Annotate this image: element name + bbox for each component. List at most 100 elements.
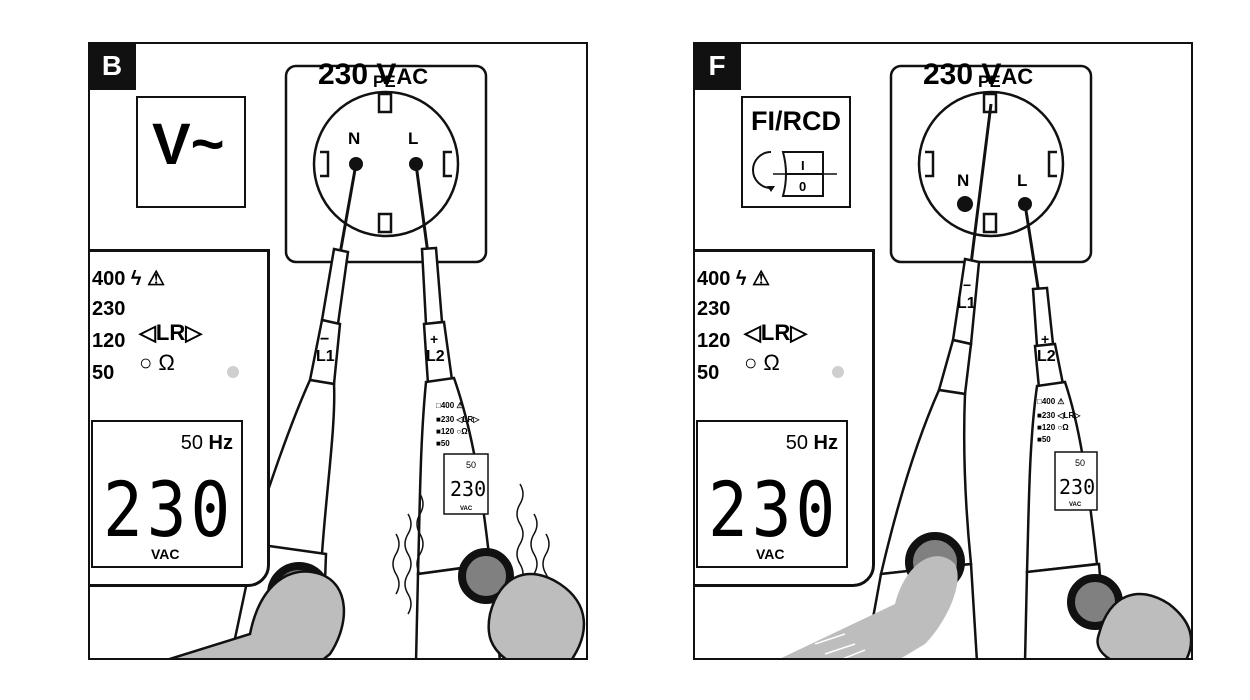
probe-l2-mini-display — [443, 453, 489, 515]
range-row-50: 50 — [88, 362, 115, 385]
lcd-hz-unit: Hz — [208, 432, 233, 454]
range-label: 400 — [697, 268, 731, 290]
mini-range-text-3: ■120 ○Ω — [436, 427, 468, 436]
mode-box: FI/RCD I 0 — [741, 96, 851, 208]
rotation-lr-indicator: ◁LR▷ — [139, 320, 203, 345]
probe-l2-label: L2 — [426, 348, 445, 365]
mini-range-text-2: ■230 ◁LR▷ — [1037, 411, 1081, 420]
range-label: 120 — [92, 330, 126, 352]
probe-l2-mini-display — [1054, 451, 1098, 511]
range-led-icon — [88, 302, 89, 316]
mini-range-text-2: ■230 ◁LR▷ — [436, 415, 480, 424]
lcd-frequency: 50 Hz — [181, 432, 233, 455]
tester-illustration-rcd: PE N L − L1 + L2 □400 ⚠ ■230 ◁LR▷ ■120 ○… — [781, 64, 1191, 658]
mini-reading: 230 — [1059, 475, 1095, 499]
socket-earth-bottom — [982, 212, 998, 234]
finger-lines — [814, 633, 866, 658]
mini-unit: VAC — [460, 506, 473, 512]
socket-label-pe: PE — [978, 72, 1001, 91]
mini-range-text: □400 ⚠ — [436, 401, 464, 410]
range-label: 50 — [697, 362, 720, 384]
socket-earth-top — [377, 92, 393, 114]
range-row-230: 230 — [695, 298, 731, 321]
range-label: 230 — [697, 298, 731, 320]
probe-l2-label: L2 — [1037, 348, 1056, 365]
mini-hz: 50 — [1075, 458, 1085, 468]
lcd-hz-value: 50 — [180, 432, 203, 454]
socket-notch-right — [442, 150, 452, 178]
lcd-screen: 50 Hz 230 VAC — [91, 420, 243, 568]
voltage-heading: 230 VAC — [923, 58, 1033, 92]
range-label: 400 — [92, 268, 126, 290]
mini-range-text: □400 ⚠ — [1037, 397, 1065, 406]
socket-notch-right — [1047, 150, 1057, 178]
mode-box: V~ — [136, 96, 246, 208]
display-callout: 400 ϟ ⚠ 230 120 50 ◁LR▷ ○ Ω 50 Hz 230 VA… — [693, 249, 875, 587]
socket-notch-left — [320, 150, 330, 178]
voltage-value: 230 V — [318, 58, 397, 91]
range-row-120: 120 — [88, 330, 126, 353]
probe-l1-label: L1 — [316, 348, 335, 365]
lcd-reading: 230 — [708, 466, 840, 555]
continuity-ohm-indicator: ○ Ω — [744, 350, 780, 375]
continuity-ohm-indicator: ○ Ω — [139, 350, 175, 375]
panel-voltage-test: PE N L − L1 + L2 □400 ⚠ — [88, 42, 588, 660]
status-led-icon — [832, 366, 844, 378]
socket-label-n: N — [348, 129, 360, 148]
range-row-230: 230 — [88, 298, 126, 321]
panel-letter: F — [695, 44, 741, 90]
range-led-icon — [693, 272, 694, 286]
rcd-label: FI/RCD — [751, 106, 841, 136]
range-led-icon — [693, 334, 694, 348]
svg-text:0: 0 — [799, 179, 806, 194]
lcd-unit: VAC — [151, 546, 180, 562]
socket-label-pe: PE — [373, 72, 396, 91]
mini-range-text-4: ■50 — [1037, 435, 1051, 444]
socket-earth-bottom — [377, 212, 393, 234]
voltage-heading: 230 VAC — [318, 58, 428, 92]
probe-l1-sign: − — [963, 277, 971, 293]
socket-hole-n — [957, 196, 973, 212]
voltage-value: 230 V — [923, 58, 1002, 91]
lightning-icon: ϟ ⚠ — [125, 268, 166, 290]
panel-rcd-test: PE N L − L1 + L2 □400 ⚠ ■230 ◁LR▷ ■120 ○… — [693, 42, 1193, 660]
socket-notch-left — [925, 150, 935, 178]
svg-text:I: I — [801, 158, 805, 173]
mini-range-text-3: ■120 ○Ω — [1037, 423, 1069, 432]
thumb-left — [781, 556, 958, 658]
range-row-120: 120 — [693, 330, 731, 353]
range-led-icon — [88, 272, 89, 286]
range-row-400: 400 ϟ ⚠ — [693, 266, 771, 291]
probe-l2-sign: + — [1041, 331, 1049, 347]
mini-unit: VAC — [1069, 502, 1082, 508]
panel-letter: B — [90, 44, 136, 90]
lcd-screen: 50 Hz 230 VAC — [696, 420, 848, 568]
lcd-frequency: 50 Hz — [786, 432, 838, 455]
lcd-hz-unit: Hz — [813, 432, 838, 454]
range-led-icon — [88, 334, 89, 348]
voltage-ac: AC — [396, 64, 429, 89]
lcd-hz-value: 50 — [785, 432, 808, 454]
lightning-icon: ϟ ⚠ — [730, 268, 771, 290]
display-callout: 400 ϟ ⚠ 230 120 50 ◁LR▷ ○ Ω 50 Hz 230 VA… — [88, 249, 270, 587]
rotation-lr-indicator: ◁LR▷ — [744, 320, 808, 345]
probe-l2 — [1023, 203, 1123, 658]
rcd-switch-icon: I 0 — [752, 151, 837, 197]
probe-l1-sign: − — [320, 331, 329, 348]
range-led-icon — [88, 366, 89, 380]
range-label: 50 — [92, 362, 115, 384]
mini-reading: 230 — [450, 477, 486, 501]
probe-l1-label: L1 — [957, 295, 976, 312]
ac-voltage-icon: V~ — [152, 112, 225, 177]
range-label: 120 — [697, 330, 731, 352]
socket-label-n: N — [957, 171, 969, 190]
tester-illustration: PE N L − L1 + L2 □400 ⚠ — [168, 64, 586, 658]
range-led-icon — [693, 366, 694, 380]
socket-label-l: L — [1017, 171, 1027, 190]
mini-range-text-4: ■50 — [436, 439, 450, 448]
lcd-unit: VAC — [756, 546, 785, 562]
thumb-right — [487, 572, 586, 658]
range-label: 230 — [92, 298, 126, 320]
voltage-ac: AC — [1001, 64, 1034, 89]
probe-l2-button — [458, 548, 514, 604]
